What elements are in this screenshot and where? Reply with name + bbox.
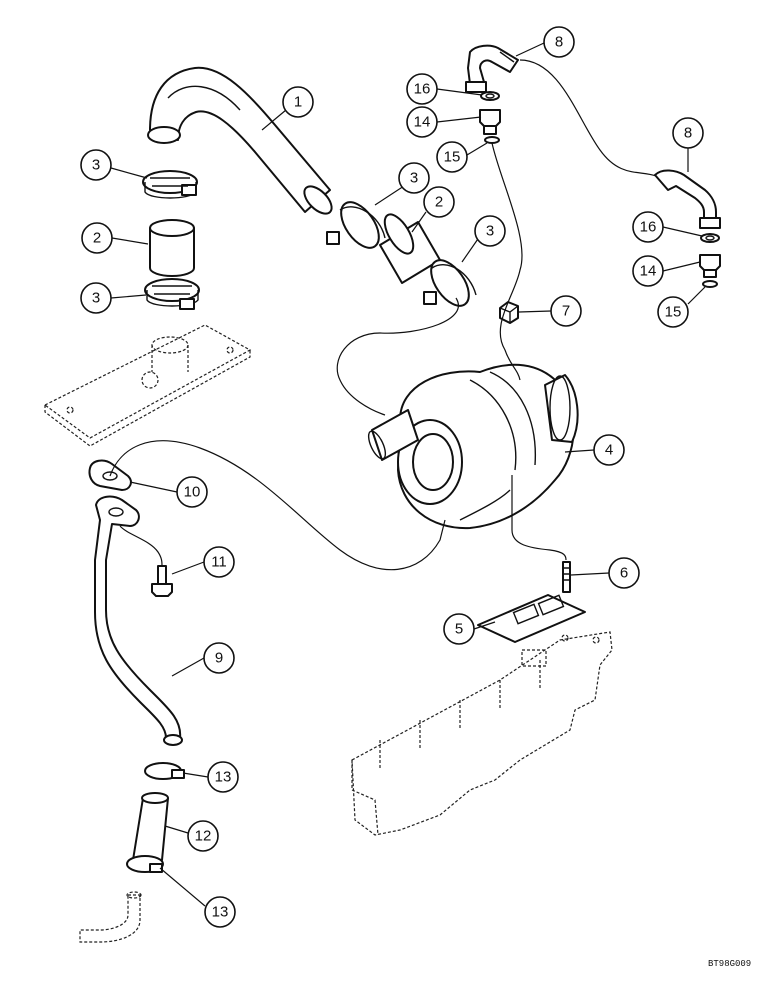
drain-hose-clamp-upper[interactable] <box>144 762 185 780</box>
hose-routing-line <box>336 297 459 416</box>
o-ring-center[interactable] <box>484 136 500 144</box>
callout-8-right: 8 <box>672 117 704 149</box>
callout-4: 4 <box>593 434 625 466</box>
hose-coupling-left[interactable] <box>149 219 195 277</box>
svg-text:13: 13 <box>215 769 232 786</box>
mounting-stud[interactable] <box>562 561 571 593</box>
svg-text:2: 2 <box>93 230 101 247</box>
oil-line-elbow-top[interactable] <box>465 44 519 93</box>
fitting-routing-line <box>491 142 523 381</box>
callout-1: 1 <box>282 86 314 118</box>
callout-14-right: 14 <box>632 255 664 287</box>
svg-text:7: 7 <box>562 303 570 320</box>
svg-text:14: 14 <box>414 114 431 131</box>
inlet-elbow-tube[interactable] <box>147 66 336 219</box>
stud-routing-line <box>511 475 567 561</box>
sealing-washer-center[interactable] <box>480 91 500 101</box>
bolt-routing-line <box>119 525 163 567</box>
callout-3-center-lower: 3 <box>474 215 506 247</box>
adapter-fitting-center[interactable] <box>479 109 501 135</box>
callout-2-center: 2 <box>423 186 455 218</box>
sealing-washer-right[interactable] <box>700 233 720 243</box>
callout-5: 5 <box>443 613 475 645</box>
oil-drain-tube[interactable] <box>94 495 183 746</box>
svg-text:13: 13 <box>212 904 229 921</box>
svg-text:16: 16 <box>640 219 657 236</box>
callout-9: 9 <box>203 642 235 674</box>
svg-text:14: 14 <box>640 263 657 280</box>
callout-6: 6 <box>608 557 640 589</box>
flange-bolt[interactable] <box>151 565 173 597</box>
drain-hose[interactable] <box>132 792 169 861</box>
intake-manifold-plate <box>43 324 252 447</box>
hose-coupling-center[interactable] <box>379 210 441 284</box>
callout-3-center-upper: 3 <box>398 162 430 194</box>
drain-routing-line <box>109 440 446 571</box>
svg-text:15: 15 <box>444 149 461 166</box>
svg-text:10: 10 <box>184 484 201 501</box>
callout-15-right: 15 <box>657 296 689 328</box>
callout-2-left: 2 <box>81 222 113 254</box>
svg-text:11: 11 <box>211 554 227 571</box>
svg-text:4: 4 <box>605 442 613 459</box>
svg-text:15: 15 <box>665 304 682 321</box>
hose-clamp-lower-left[interactable] <box>144 278 200 310</box>
callout-3-top-left: 3 <box>80 149 112 181</box>
callout-12: 12 <box>187 820 219 852</box>
svg-text:8: 8 <box>555 34 563 51</box>
adapter-fitting-right[interactable] <box>699 254 721 278</box>
svg-text:2: 2 <box>435 194 443 211</box>
callout-10: 10 <box>176 476 208 508</box>
svg-text:3: 3 <box>486 223 494 240</box>
drawing-code: BT98G009 <box>708 959 751 969</box>
o-ring-right[interactable] <box>702 280 718 288</box>
engine-drain-pipe <box>79 891 142 943</box>
callout-7: 7 <box>550 295 582 327</box>
exhaust-manifold <box>351 631 613 836</box>
callout-8-top: 8 <box>543 26 575 58</box>
svg-text:1: 1 <box>294 94 302 111</box>
callout-16-center: 16 <box>406 73 438 105</box>
svg-text:5: 5 <box>455 621 463 638</box>
callout-11: 11 <box>203 546 235 578</box>
svg-text:3: 3 <box>92 290 100 307</box>
svg-text:9: 9 <box>215 650 223 667</box>
hex-nut[interactable] <box>499 301 519 324</box>
turbo-mounting-gasket[interactable] <box>477 594 586 643</box>
oil-supply-line <box>519 59 657 177</box>
hose-clamp-center-lower[interactable] <box>423 254 477 313</box>
oil-line-elbow-right[interactable] <box>654 169 721 229</box>
drain-hose-clamp-lower[interactable] <box>126 855 164 873</box>
svg-text:6: 6 <box>620 565 628 582</box>
callout-16-right: 16 <box>632 211 664 243</box>
svg-text:12: 12 <box>195 828 212 845</box>
svg-text:3: 3 <box>92 157 100 174</box>
hose-clamp-center-upper[interactable] <box>326 196 386 255</box>
callout-15-center: 15 <box>436 141 468 173</box>
callout-3-lower-left: 3 <box>80 282 112 314</box>
svg-text:16: 16 <box>414 81 431 98</box>
turbocharger[interactable] <box>365 363 579 530</box>
callout-14-center: 14 <box>406 106 438 138</box>
hose-clamp-top-left[interactable] <box>142 170 198 199</box>
callout-13-upper: 13 <box>207 761 239 793</box>
callout-13-lower: 13 <box>204 896 236 928</box>
svg-text:8: 8 <box>684 125 692 142</box>
svg-text:3: 3 <box>410 170 418 187</box>
leader-lines <box>110 42 706 907</box>
